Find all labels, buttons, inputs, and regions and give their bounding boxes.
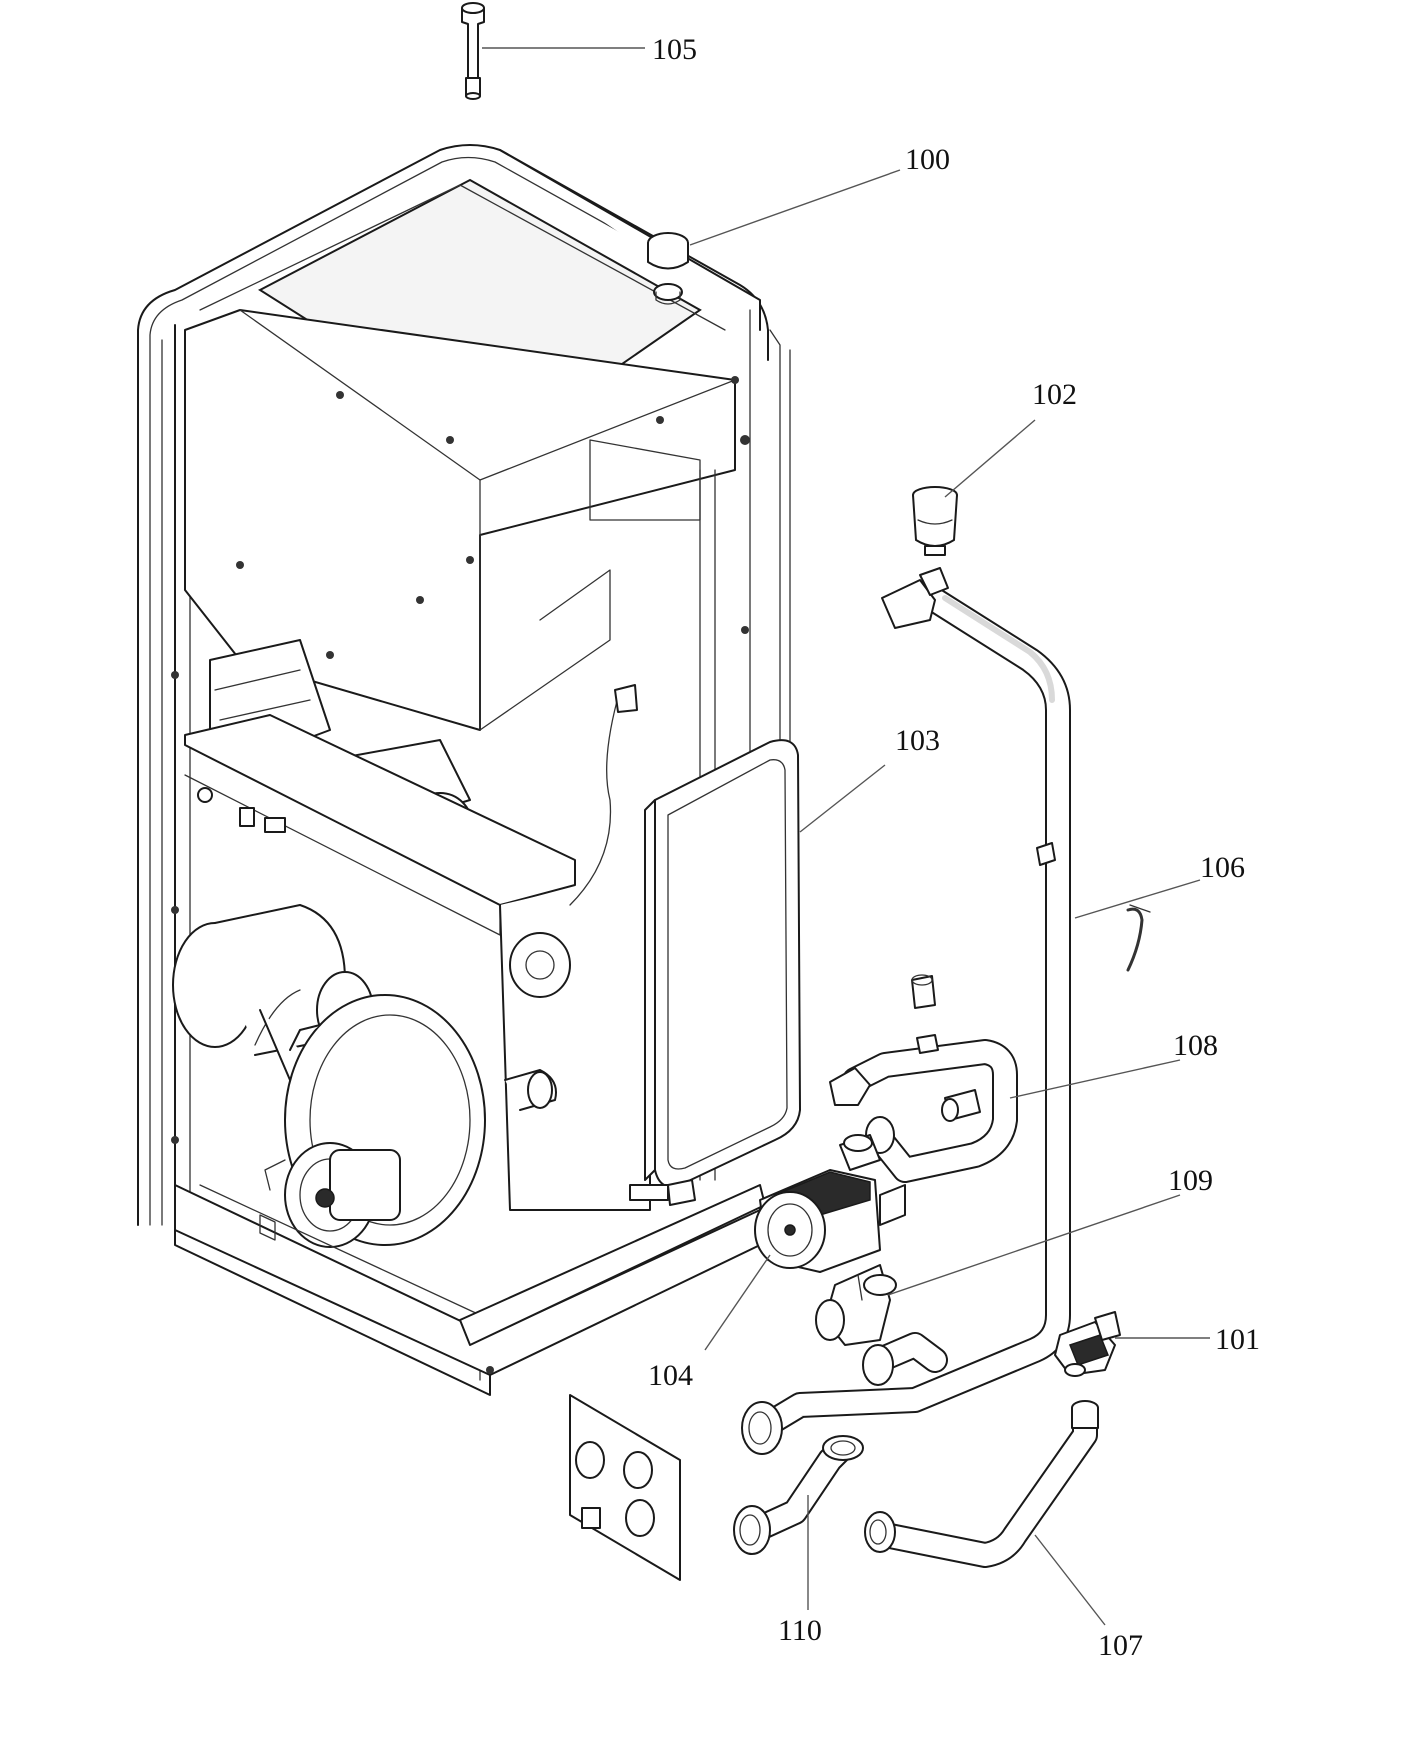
callout-103: 103 (895, 724, 940, 757)
part-101-safety-valve (1054, 1311, 1121, 1377)
part-110-pipe (733, 1435, 864, 1555)
part-108-pipe (829, 974, 1018, 1183)
leader-104 (704, 1254, 771, 1351)
callout-101: 101 (1215, 1323, 1260, 1356)
leader-106 (1074, 879, 1201, 919)
callout-110: 110 (778, 1614, 822, 1647)
connection-plate (569, 1394, 681, 1581)
callout-104: 104 (648, 1359, 693, 1392)
callout-105: 105 (652, 33, 697, 66)
callout-labels: 105 100 102 103 106 108 109 101 104 110 … (648, 33, 1260, 1662)
leader-107 (1034, 1534, 1106, 1626)
part-100-cap (647, 232, 689, 305)
part-106-clip (1126, 904, 1151, 972)
leader-100 (689, 169, 901, 246)
part-elbow-fitting (862, 1332, 948, 1386)
leader-109 (887, 1194, 1181, 1296)
boiler-cabinet (137, 144, 791, 1581)
part-105-rod (461, 2, 485, 100)
callout-107: 107 (1098, 1629, 1143, 1662)
part-103-expansion-vessel (629, 739, 801, 1206)
leader-103 (799, 764, 886, 833)
leader-108 (1009, 1059, 1181, 1099)
callout-109: 109 (1168, 1164, 1213, 1197)
part-107-pipe (864, 1400, 1099, 1568)
part-106-pipe (741, 567, 1071, 1455)
callout-108: 108 (1173, 1029, 1218, 1062)
leader-102 (944, 419, 1036, 498)
callout-100: 100 (905, 143, 950, 176)
part-102-air-vent (912, 486, 958, 556)
part-104-pump (754, 1134, 906, 1273)
part-109-valve (815, 1264, 897, 1346)
callout-106: 106 (1200, 851, 1245, 884)
callout-102: 102 (1032, 378, 1077, 411)
leader-lines (482, 47, 1210, 1626)
